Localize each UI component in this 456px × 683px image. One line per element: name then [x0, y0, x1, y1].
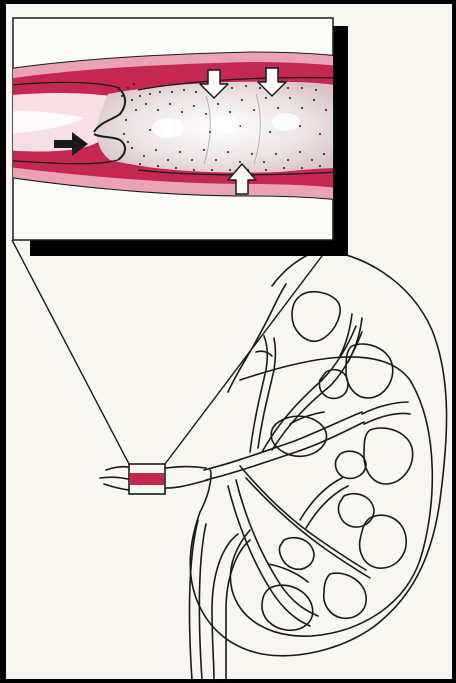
stenosis-marker-fill	[130, 473, 164, 485]
artery-cross-section	[0, 52, 340, 200]
